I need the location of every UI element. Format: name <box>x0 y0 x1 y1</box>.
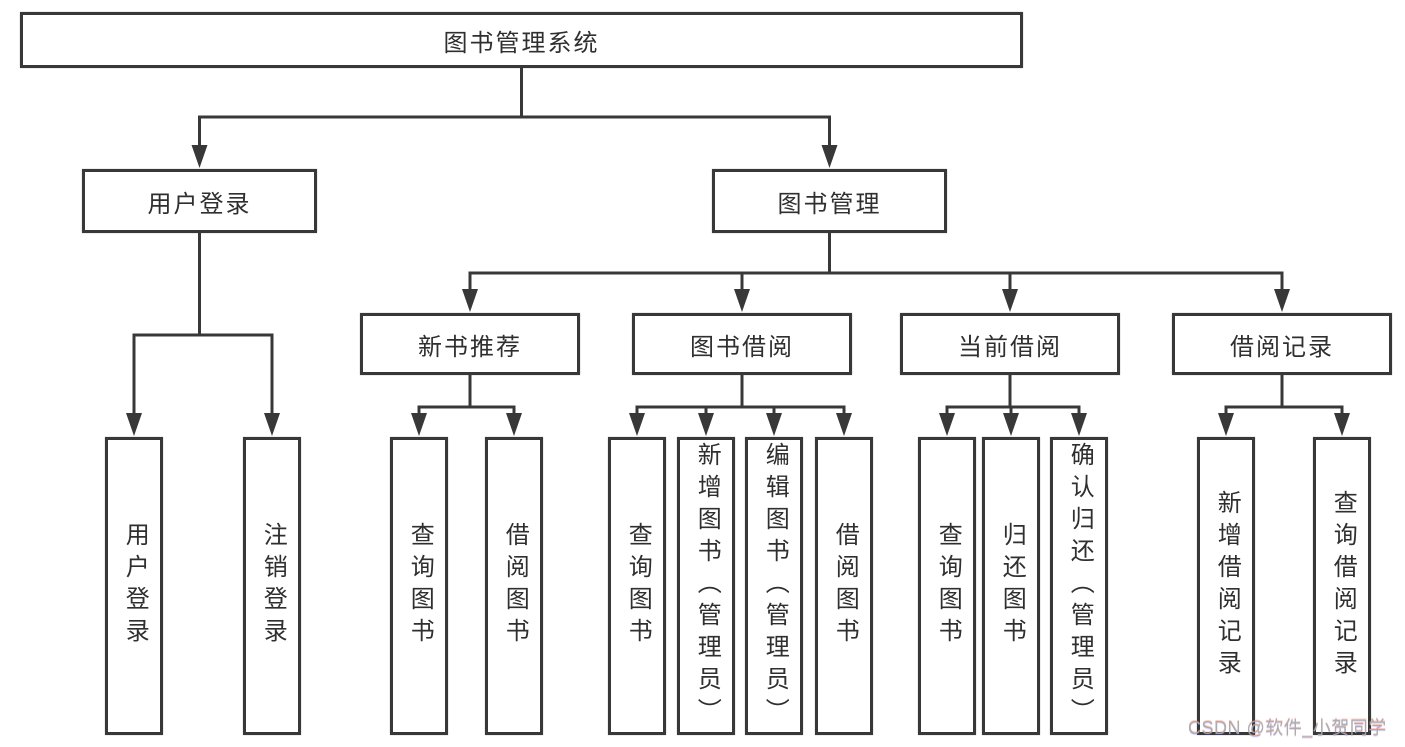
connector-records-to-leaves <box>1224 373 1344 417</box>
connector-bookmgmt-to-level3 <box>468 231 1284 292</box>
leaf-add-books-admin: 新增图书（管理员） <box>677 437 735 735</box>
arrow-down-icon <box>836 413 852 436</box>
node-user-login: 用户登录 <box>82 169 317 233</box>
leaf-query-books-recommend: 查询图书 <box>390 437 448 735</box>
watermark: CSDN @软件_小贺同学 <box>1188 718 1387 738</box>
arrow-down-icon <box>506 413 522 436</box>
arrow-down-icon <box>1218 413 1234 436</box>
arrow-down-icon <box>698 413 714 436</box>
node-root-label: 图书管理系统 <box>443 29 600 57</box>
node-root: 图书管理系统 <box>20 12 1023 68</box>
node-new-book-recommendation-label: 新书推荐 <box>418 333 522 361</box>
arrow-down-icon <box>766 413 782 436</box>
arrow-down-icon <box>1071 413 1087 436</box>
arrow-down-icon <box>126 413 142 436</box>
leaf-logout: 注销登录 <box>243 437 301 735</box>
leaf-borrow-books-label: 借阅图书 <box>831 522 859 650</box>
arrow-down-icon <box>411 413 427 436</box>
arrow-down-icon <box>462 289 478 312</box>
node-borrowing-records: 借阅记录 <box>1172 313 1392 375</box>
connector-root-to-level2 <box>198 66 831 148</box>
leaf-edit-books-admin-label: 编辑图书（管理员） <box>761 442 789 730</box>
leaf-edit-books-admin: 编辑图书（管理员） <box>745 437 803 735</box>
leaf-add-borrow-record-label: 新增借阅记录 <box>1213 490 1241 682</box>
node-new-book-recommendation: 新书推荐 <box>360 313 580 375</box>
connector-currentborrow-to-leaves <box>945 373 1081 417</box>
leaf-confirm-return-admin-label: 确认归还（管理员） <box>1066 442 1094 730</box>
node-book-management: 图书管理 <box>712 169 947 233</box>
connector-userlogin-to-leaves <box>132 231 274 416</box>
leaf-query-books-borrow-label: 查询图书 <box>624 522 652 650</box>
arrow-down-icon <box>1003 413 1019 436</box>
node-borrowing-records-label: 借阅记录 <box>1230 333 1334 361</box>
leaf-borrow-books: 借阅图书 <box>815 437 873 735</box>
leaf-user-login: 用户登录 <box>105 437 163 735</box>
leaf-logout-label: 注销登录 <box>259 522 287 650</box>
leaf-query-borrow-record: 查询借阅记录 <box>1313 437 1371 735</box>
arrow-down-icon <box>191 145 208 168</box>
arrow-down-icon <box>734 289 750 312</box>
leaf-query-books-current-label: 查询图书 <box>934 522 962 650</box>
arrow-down-icon <box>1002 289 1018 312</box>
node-book-management-label: 图书管理 <box>777 190 882 218</box>
arrow-down-icon <box>821 145 838 168</box>
leaf-query-books-current: 查询图书 <box>918 437 976 735</box>
node-book-borrowing-label: 图书借阅 <box>690 333 794 361</box>
leaf-query-borrow-record-label: 查询借阅记录 <box>1329 490 1357 682</box>
arrow-down-icon <box>939 413 955 436</box>
connector-bookborrow-to-leaves <box>635 373 846 417</box>
leaf-add-borrow-record: 新增借阅记录 <box>1197 437 1255 735</box>
node-book-borrowing: 图书借阅 <box>632 313 852 375</box>
node-current-borrowing: 当前借阅 <box>900 313 1120 375</box>
arrow-down-icon <box>629 413 645 436</box>
arrow-down-icon <box>1334 413 1350 436</box>
leaf-return-books: 归还图书 <box>982 437 1040 735</box>
node-user-login-label: 用户登录 <box>147 190 252 218</box>
leaf-confirm-return-admin: 确认归还（管理员） <box>1050 437 1108 735</box>
leaf-user-login-label: 用户登录 <box>121 522 149 650</box>
leaf-borrow-books-recommend: 借阅图书 <box>485 437 543 735</box>
leaf-query-books-recommend-label: 查询图书 <box>406 522 434 650</box>
node-current-borrowing-label: 当前借阅 <box>958 333 1062 361</box>
leaf-return-books-label: 归还图书 <box>998 522 1026 650</box>
leaf-add-books-admin-label: 新增图书（管理员） <box>693 442 721 730</box>
leaf-borrow-books-recommend-label: 借阅图书 <box>501 522 529 650</box>
leaf-query-books-borrow: 查询图书 <box>608 437 666 735</box>
arrow-down-icon <box>1274 289 1290 312</box>
arrow-down-icon <box>264 413 280 436</box>
connector-newbook-to-leaves <box>417 373 516 417</box>
